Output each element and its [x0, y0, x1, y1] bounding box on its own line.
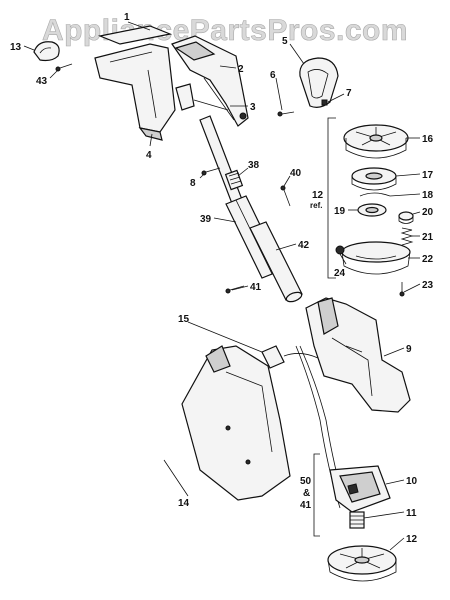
label-group-50: 50 — [300, 476, 312, 487]
part-38-coupling-spring — [224, 169, 244, 191]
part-2-handle-grip — [171, 35, 249, 127]
part-20-knob — [398, 211, 414, 224]
part-18-cutting-line — [359, 192, 391, 197]
label-24: 24 — [334, 268, 346, 279]
label-20: 20 — [422, 207, 434, 218]
part-6-screw — [277, 111, 295, 117]
label-6: 6 — [270, 70, 276, 81]
spool-group-bracket — [327, 117, 336, 279]
label-group-41: 41 — [300, 500, 312, 511]
part-19-washer — [357, 203, 387, 217]
part-42-lower-shaft — [249, 221, 303, 303]
part-14-housing-cover — [181, 345, 291, 501]
part-8-screw — [201, 167, 221, 176]
part-10-motor — [313, 453, 391, 537]
label-22: 22 — [422, 254, 434, 265]
part-12-fan — [327, 545, 397, 582]
part-41-screw — [225, 285, 245, 294]
label-11: 11 — [406, 508, 417, 519]
label-42: 42 — [298, 240, 310, 251]
label-13: 13 — [10, 42, 22, 53]
label-43: 43 — [36, 76, 48, 87]
part-24-retainer — [335, 245, 345, 255]
label-17: 17 — [422, 170, 434, 181]
label-19: 19 — [334, 206, 346, 217]
part-17-spool — [351, 167, 397, 191]
label-23: 23 — [422, 280, 434, 291]
part-43-screw — [55, 63, 73, 72]
label-2: 2 — [238, 64, 244, 75]
label-10: 10 — [406, 476, 418, 487]
part-21-spring — [400, 227, 414, 246]
label-3: 3 — [250, 102, 256, 113]
part-15-switch — [261, 345, 319, 369]
callout-labels: 13 43 1 2 3 4 5 6 7 8 38 40 39 42 41 15 … — [10, 12, 434, 545]
label-15: 15 — [178, 314, 190, 325]
part-13-clip — [33, 41, 60, 62]
label-39: 39 — [200, 214, 212, 225]
label-7: 7 — [346, 88, 352, 99]
label-21: 21 — [422, 232, 434, 243]
part-40-screw — [280, 185, 291, 207]
label-40: 40 — [290, 168, 302, 179]
label-12: 12 — [406, 534, 418, 545]
label-16: 16 — [422, 134, 434, 145]
part-7-nut — [321, 99, 328, 106]
part-5-aux-handle — [299, 57, 339, 108]
part-22-spool-housing — [341, 241, 411, 275]
label-1: 1 — [124, 12, 130, 23]
leader-lines — [23, 21, 421, 551]
label-38: 38 — [248, 160, 260, 171]
label-14: 14 — [178, 498, 190, 509]
label-group-12: 12 — [312, 190, 324, 201]
part-16-spool-cap — [343, 124, 409, 159]
part-23-screw — [399, 282, 405, 297]
label-group-50-amp: & — [303, 488, 310, 499]
part-9-motor-housing — [305, 297, 411, 413]
part-3-trigger — [175, 83, 229, 111]
label-4: 4 — [146, 150, 152, 161]
part-4-handle-housing — [94, 43, 176, 141]
part-11-motor-shaft — [349, 511, 365, 529]
part-1-top-cover — [97, 25, 173, 45]
label-18: 18 — [422, 190, 434, 201]
label-group-12-ref: ref. — [310, 201, 322, 210]
label-5: 5 — [282, 36, 288, 47]
label-8: 8 — [190, 178, 196, 189]
label-41: 41 — [250, 282, 262, 293]
label-9: 9 — [406, 344, 412, 355]
